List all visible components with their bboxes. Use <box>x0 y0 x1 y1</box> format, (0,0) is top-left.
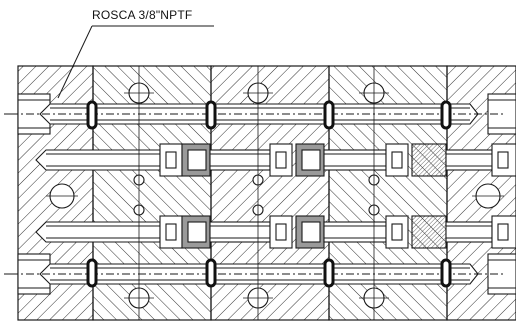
bolt-row-lower <box>35 215 516 249</box>
edge-break-lines <box>4 113 18 275</box>
cooling-channel-bottom <box>39 263 479 285</box>
cooling-channel-top <box>39 103 479 125</box>
bolt-row-upper <box>35 143 516 177</box>
hole-centerlines <box>46 66 504 320</box>
thread-callout-label: ROSCA 3/8"NPTF <box>92 8 193 22</box>
o-ring-seals <box>86 100 452 288</box>
